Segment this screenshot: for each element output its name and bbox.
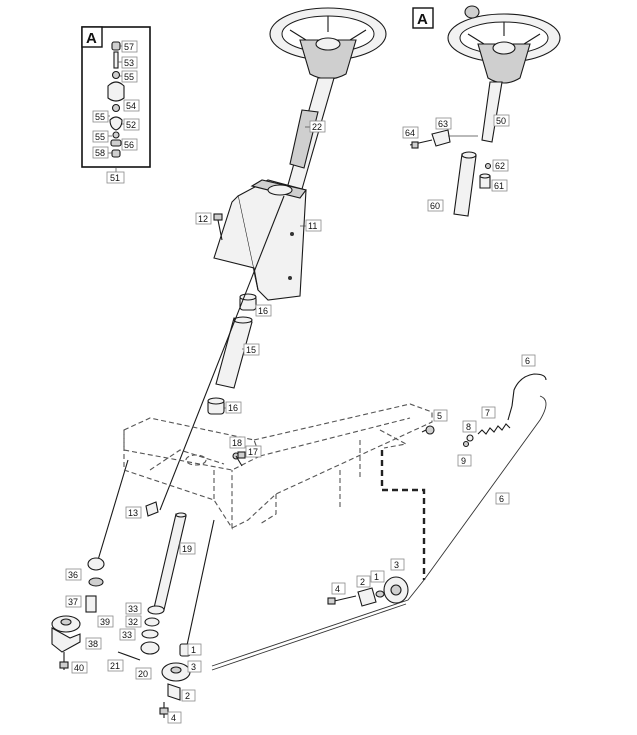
clamp-63 — [409, 129, 478, 149]
callout-6a: 6 — [525, 356, 530, 366]
callout-1a: 1 — [191, 645, 196, 655]
callout-36: 36 — [68, 570, 78, 580]
callout-13: 13 — [128, 508, 138, 518]
steering-column-bracket — [213, 179, 307, 301]
callout-16b: 16 — [228, 403, 238, 413]
callout-33a: 33 — [128, 604, 138, 614]
callout-2b: 2 — [360, 577, 365, 587]
callout-37: 37 — [68, 597, 78, 607]
detail-a-callouts: 57 53 55 54 55 52 55 56 58 — [92, 40, 140, 159]
callout-3a: 3 — [191, 662, 196, 672]
callout-9: 9 — [461, 456, 466, 466]
cable-6-upper — [507, 373, 547, 421]
callout-1b: 1 — [374, 572, 379, 582]
callout-7: 7 — [485, 408, 490, 418]
tube-15 — [215, 316, 253, 389]
detail-a-badge — [81, 26, 103, 48]
right-detail-badge-label: A — [417, 11, 428, 28]
bolt-12 — [213, 213, 223, 241]
cap-61 — [479, 173, 491, 189]
callout-60: 60 — [430, 201, 440, 211]
washer-8 — [462, 434, 474, 448]
clip-13 — [145, 501, 159, 517]
callout-19: 19 — [182, 544, 192, 554]
shaft-centerline — [159, 195, 285, 511]
callout-33b: 33 — [122, 630, 132, 640]
callout-38: 38 — [88, 639, 98, 649]
spring-7 — [477, 423, 511, 435]
detail-a-group: A 57 53 55 54 — [81, 26, 151, 184]
bushing-16-top — [239, 293, 257, 311]
detail-a-badge-label: A — [86, 30, 97, 47]
callout-63: 63 — [438, 119, 448, 129]
callout-4a: 4 — [171, 713, 176, 723]
shaft-19 — [153, 512, 187, 611]
callout-17: 17 — [248, 447, 258, 457]
steering-shaft-main — [285, 77, 335, 197]
callout-56: 56 — [124, 140, 134, 150]
callout-39: 39 — [100, 617, 110, 627]
callout-32: 32 — [128, 617, 138, 627]
callout-54: 54 — [126, 101, 136, 111]
callout-18: 18 — [232, 438, 242, 448]
callout-2a: 2 — [185, 691, 190, 701]
bolt-5 — [421, 425, 435, 435]
bushing-16-bottom — [207, 397, 225, 415]
callout-21: 21 — [110, 661, 120, 671]
left-lower-assembly — [51, 557, 105, 670]
steering-wheel-detail — [447, 5, 561, 143]
callout-64: 64 — [405, 128, 415, 138]
callout-3b: 3 — [394, 560, 399, 570]
callout-40: 40 — [74, 663, 84, 673]
frame-dashed — [123, 403, 433, 530]
nut-62 — [484, 162, 492, 170]
callout-15: 15 — [246, 345, 256, 355]
callout-55c: 55 — [95, 132, 105, 142]
callout-55b: 55 — [95, 112, 105, 122]
callout-58: 58 — [95, 148, 105, 158]
callout-16a: 16 — [258, 306, 268, 316]
callout-53: 53 — [124, 58, 134, 68]
detail-a-parts — [107, 41, 125, 158]
callout-12: 12 — [198, 214, 208, 224]
callout-11: 11 — [308, 221, 317, 231]
shaft-60 — [453, 151, 477, 217]
center-lower-assembly — [117, 605, 191, 718]
callout-52: 52 — [126, 120, 136, 130]
callout-4b: 4 — [335, 584, 340, 594]
right-pulley-assembly — [327, 576, 409, 607]
callout-5: 5 — [437, 411, 442, 421]
callout-57: 57 — [124, 42, 134, 52]
callout-6b: 6 — [499, 494, 504, 504]
callout-51: 51 — [110, 173, 120, 183]
callout-50: 50 — [496, 116, 506, 126]
callout-22: 22 — [312, 122, 322, 132]
lower-shaft-line — [97, 459, 129, 561]
drive-belt — [211, 395, 547, 667]
callout-20: 20 — [138, 669, 148, 679]
fastener-17 — [237, 451, 246, 459]
cable-run-dashed — [380, 450, 426, 580]
callout-61: 61 — [494, 181, 504, 191]
lower-shaft-line-2 — [185, 519, 215, 651]
steering-wheel-main — [269, 7, 387, 80]
callout-8: 8 — [466, 422, 471, 432]
right-detail-badge — [412, 7, 434, 29]
callout-55: 55 — [124, 72, 134, 82]
callout-62: 62 — [495, 161, 505, 171]
